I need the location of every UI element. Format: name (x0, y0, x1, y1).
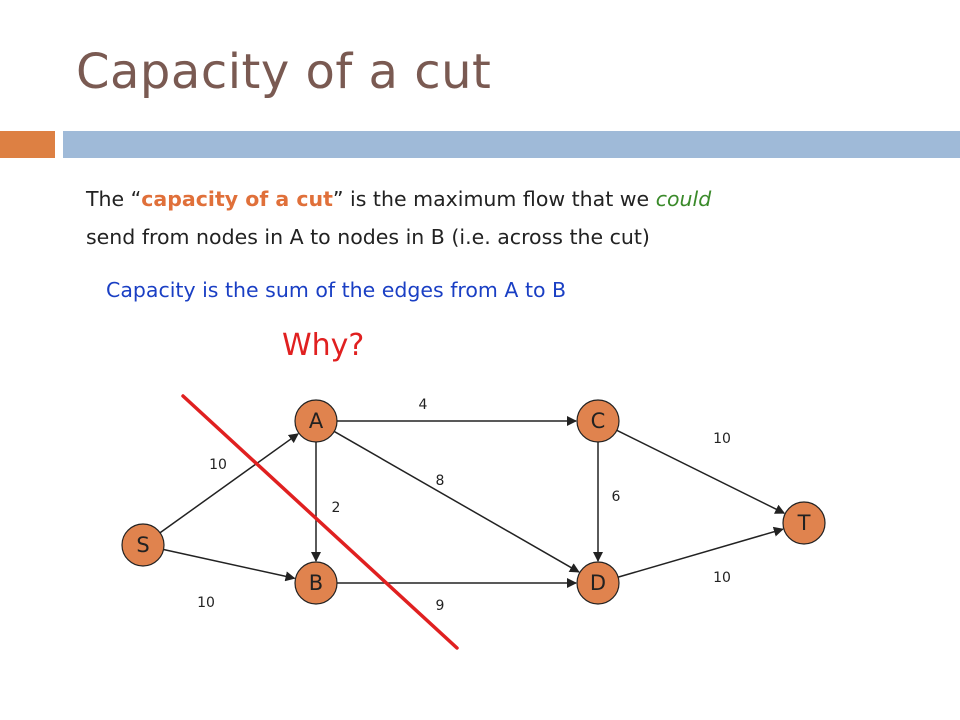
node-label-d: D (590, 571, 606, 595)
cut-line (181, 394, 459, 650)
node-circle-b (294, 561, 338, 605)
capacity-explanation: Capacity is the sum of the edges from A … (106, 278, 567, 302)
edge-capacity-c-t: 10 (713, 431, 731, 447)
edge-d-t (617, 526, 784, 578)
para-text-1: The “ (86, 187, 142, 211)
node-d: D (576, 561, 620, 605)
edge-s-b (163, 548, 296, 582)
node-label-a: A (309, 409, 324, 433)
node-b: B (294, 561, 338, 605)
emphasis-could: could (655, 187, 712, 211)
node-circle-c (576, 399, 620, 443)
para-text-3: send from nodes in A to nodes in B (i.e.… (86, 225, 650, 249)
node-label-b: B (309, 571, 323, 595)
edge-c-t (616, 429, 786, 514)
edge-capacity-s-a: 10 (209, 457, 227, 473)
node-label-t: T (797, 511, 811, 535)
node-circle-t (782, 501, 826, 545)
edge-capacity-a-b: 2 (332, 500, 341, 516)
node-c: C (576, 399, 620, 443)
para-text-2: ” is the maximum flow that we (332, 187, 656, 211)
why-question: Why? (282, 328, 365, 363)
slide-title: Capacity of a cut (76, 44, 492, 100)
title-accent-bar-blue (63, 131, 960, 158)
edge-capacity-c-d: 6 (612, 489, 621, 505)
node-a: A (294, 399, 338, 443)
node-t: T (782, 501, 826, 545)
node-circle-d (576, 561, 620, 605)
highlight-capacity-of-a-cut: capacity of a cut (141, 187, 333, 211)
node-label-c: C (591, 409, 606, 433)
edge-capacity-s-b: 10 (197, 595, 215, 611)
edge-a-d (333, 430, 580, 573)
edge-capacity-a-c: 4 (419, 397, 428, 413)
definition-paragraph: The “capacity of a cut” is the maximum f… (86, 180, 926, 256)
edge-s-a (159, 433, 299, 534)
edge-capacity-b-d: 9 (436, 598, 445, 614)
node-s: S (121, 523, 165, 567)
node-circle-s (121, 523, 165, 567)
edge-capacity-a-d: 8 (436, 473, 445, 489)
title-accent-bar-orange (0, 131, 55, 158)
node-circle-a (294, 399, 338, 443)
node-label-s: S (136, 533, 149, 557)
edge-capacity-d-t: 10 (713, 570, 731, 586)
